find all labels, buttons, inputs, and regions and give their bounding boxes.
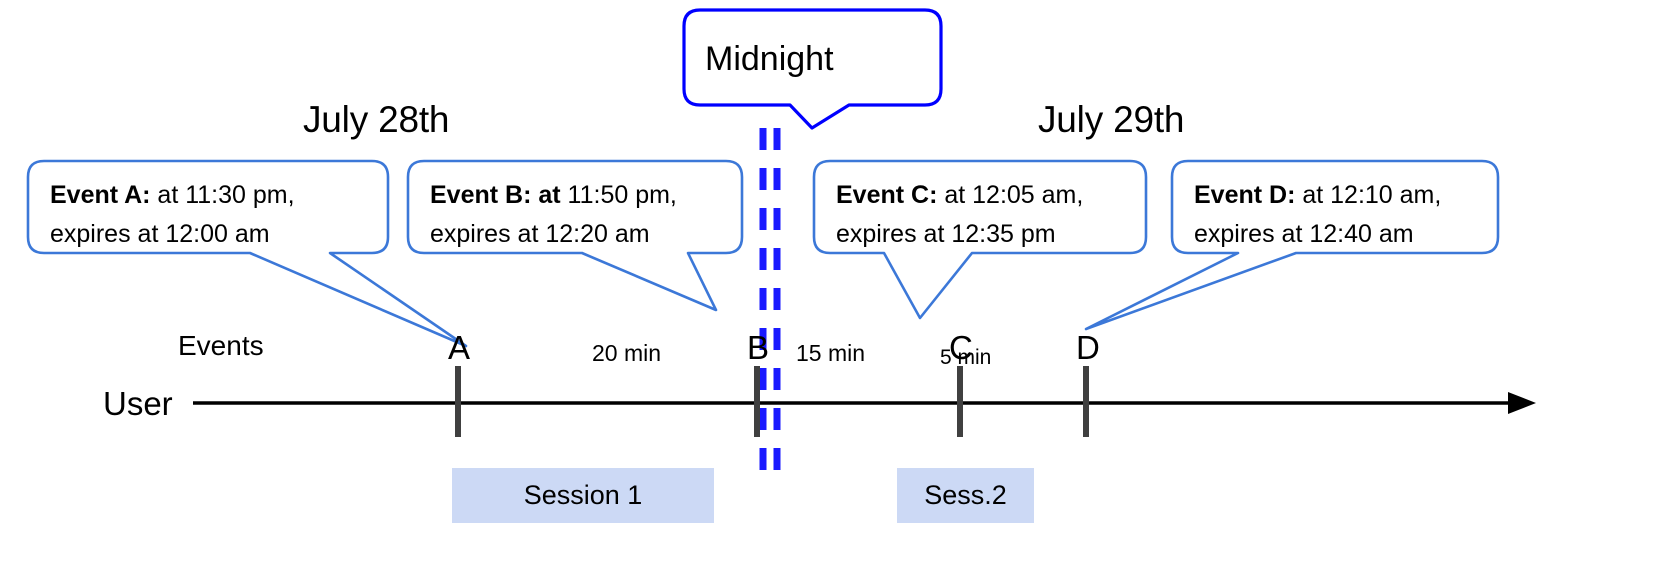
session-box-2: Sess.2 — [897, 468, 1034, 523]
callout-rest-event-d: at 12:10 am, — [1295, 181, 1442, 209]
event-marker-label-b: B — [747, 329, 770, 366]
session-box-1: Session 1 — [452, 468, 714, 523]
gap-label-b-to-c: 15 min — [796, 340, 866, 366]
callout-bold-event-d: Event D: — [1194, 181, 1296, 209]
event-marker-label-d: D — [1076, 329, 1100, 366]
event-marker-label-a: A — [448, 329, 471, 366]
callout-shape-event-c — [812, 159, 1148, 320]
callout-text-event-b: Event B: at 11:50 pm, expires at 12:20 a… — [430, 176, 677, 254]
events-row-label: Events — [178, 330, 264, 361]
callout-line2-event-c: expires at 12:35 pm — [836, 220, 1056, 248]
callout-bold-event-c: Event C: — [836, 181, 938, 209]
callout-text-event-a: Event A: at 11:30 pm, expires at 12:00 a… — [50, 176, 295, 254]
gap-label-c-to-d: 5 min — [940, 346, 992, 369]
axis-tick-marks — [455, 366, 1089, 437]
timeline-axis — [193, 392, 1536, 414]
callout-rest-event-c: at 12:05 am, — [937, 181, 1084, 209]
callout-text-event-d: Event D: at 12:10 am, expires at 12:40 a… — [1194, 176, 1441, 254]
midnight-label: Midnight — [705, 40, 834, 78]
callout-text-event-c: Event C: at 12:05 am, expires at 12:35 p… — [836, 176, 1083, 254]
callout-line2-event-a: expires at 12:00 am — [50, 220, 270, 248]
user-row-label: User — [103, 385, 173, 422]
callout-shape-event-d — [1084, 159, 1500, 331]
callout-line2-event-b: expires at 12:20 am — [430, 220, 650, 248]
gap-label-a-to-b: 20 min — [592, 340, 662, 366]
date-label-july-29: July 29th — [1038, 99, 1185, 140]
midnight-callout-shape — [682, 8, 943, 130]
callout-shape-event-b — [406, 159, 744, 312]
callout-bold-event-b: Event B: at — [430, 181, 561, 209]
callout-shape-event-a — [26, 159, 468, 348]
midnight-divider-line — [759, 128, 781, 478]
callout-line2-event-d: expires at 12:40 am — [1194, 220, 1414, 248]
date-label-july-28: July 28th — [303, 99, 450, 140]
event-marker-label-c: C — [949, 329, 973, 366]
callout-rest-event-b: 11:50 pm, — [560, 181, 677, 209]
callout-rest-event-a: at 11:30 pm, — [150, 181, 295, 209]
callout-bold-event-a: Event A: — [50, 181, 151, 209]
